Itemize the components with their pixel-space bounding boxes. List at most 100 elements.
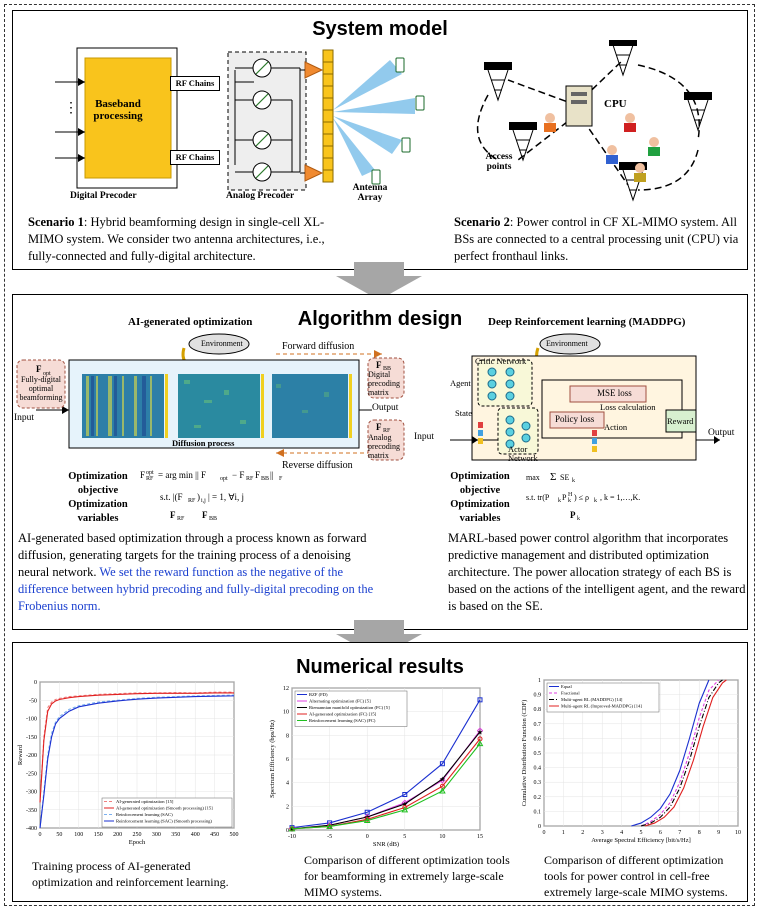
data-point <box>477 697 483 703</box>
results-title: Numerical results <box>296 656 464 678</box>
svg-text:k: k <box>572 478 575 484</box>
ai-caption: AI-generated based optimization through … <box>18 530 378 615</box>
svg-text:BB: BB <box>383 366 391 372</box>
y-tick-label: 2 <box>286 804 289 810</box>
data-point <box>363 817 371 824</box>
data-point: ★ <box>439 776 445 784</box>
svg-text:opt: opt <box>146 470 154 476</box>
svg-text:F: F <box>279 476 283 482</box>
svg-text:⋮: ⋮ <box>64 101 78 116</box>
x-tick-label: 10 <box>735 830 741 836</box>
series-line <box>39 694 235 829</box>
svg-text:F: F <box>140 470 145 480</box>
series-line <box>39 695 235 829</box>
access-points-label: Access points <box>485 152 513 172</box>
x-tick-label: 10 <box>439 834 445 840</box>
x-tick-label: 100 <box>74 832 83 838</box>
y-tick-label: 0 <box>538 824 541 830</box>
svg-text:BB: BB <box>209 516 217 522</box>
svg-text:F: F <box>36 364 42 374</box>
scenario1-caption: Scenario 1: Hybrid beamforming design in… <box>28 214 326 265</box>
x-tick-label: 2 <box>581 830 584 836</box>
svg-text:||: || <box>270 470 274 480</box>
x-tick-label: 300 <box>152 832 161 838</box>
data-point: ★ <box>289 825 295 833</box>
scenario1-label: Scenario 1 <box>28 215 84 229</box>
agent-label: Agent <box>450 378 471 388</box>
drl-title: Deep Reinforcement learning (MADDPG) <box>488 316 686 328</box>
x-tick-label: -10 <box>288 834 296 840</box>
legend-box <box>546 682 660 713</box>
y-tick-label: 0.1 <box>534 809 542 815</box>
legend-label: Fractional <box>561 691 580 696</box>
legend-label: Multi-agent RL (Improved-MADDPG) [14] <box>561 704 642 709</box>
rf-chains-box-2: RF Chains <box>170 150 220 165</box>
y-tick-label: 0.4 <box>534 766 542 772</box>
x-tick-label: 6 <box>659 830 662 836</box>
y-tick-label: -400 <box>26 826 37 832</box>
results-caption-2: Comparison of different optimization too… <box>304 853 510 899</box>
opt-variables-label-2: Optimization variables <box>450 499 510 524</box>
svg-text:| = 1, ∀i, j: | = 1, ∀i, j <box>208 492 244 502</box>
y-tick-label: -250 <box>26 771 37 777</box>
svg-text:RF: RF <box>177 516 185 522</box>
svg-text:k: k <box>594 498 597 504</box>
svg-text:): ) <box>197 492 200 502</box>
ai-caption-highlight: We set the reward function as the negati… <box>18 565 374 613</box>
svg-text:opt: opt <box>43 371 51 377</box>
svg-text:k: k <box>577 516 580 522</box>
svg-text:RF: RF <box>246 476 254 482</box>
legend-label: Reinforcement learning (SAC) (Smooth pro… <box>116 819 212 824</box>
svg-text:RF: RF <box>188 498 196 504</box>
x-tick-label: 3 <box>601 830 604 836</box>
legend-label: Reinforcement learning (SAC) (FC) <box>309 718 376 723</box>
drl-diagram <box>450 333 720 461</box>
svg-text:max: max <box>526 473 540 482</box>
x-tick-label: -5 <box>327 834 332 840</box>
svg-text:s.t. |(F: s.t. |(F <box>160 492 183 502</box>
data-point: ★ <box>402 800 408 808</box>
svg-text:P: P <box>570 510 576 520</box>
svg-text:F: F <box>376 360 382 370</box>
y-tick-label: -200 <box>26 753 37 759</box>
y-tick-label: 8 <box>286 733 289 739</box>
marl-caption-text: MARL-based power control algorithm that … <box>448 531 746 613</box>
fbb-label: Digital precoding matrix <box>368 370 400 397</box>
y-tick-label: -350 <box>26 808 37 814</box>
svg-text:− F: − F <box>232 470 244 480</box>
data-point <box>401 806 409 813</box>
fopt-label: Fully-digital optimal beamforming <box>19 375 63 402</box>
svg-text:Σ: Σ <box>550 471 556 483</box>
y-tick-label: 4 <box>286 781 289 787</box>
legend-box <box>294 690 408 727</box>
x-tick-label: 4 <box>620 830 623 836</box>
opt-objective-label-1: Optimization objective <box>68 471 128 496</box>
x-tick-label: 15 <box>477 834 483 840</box>
x-axis-label: Epoch <box>129 839 146 846</box>
svg-text:RF: RF <box>146 476 154 482</box>
legend-label: Alternating optimization (FC) [5] <box>309 699 371 704</box>
svg-text:SE: SE <box>560 473 569 482</box>
legend-label: Riemannian manifold optimization (FC) [5… <box>309 705 390 710</box>
figure-frame <box>4 4 755 906</box>
legend-label: Multi-agent RL (MADDPG) [14] <box>561 697 623 702</box>
y-tick-label: 0.7 <box>534 722 542 728</box>
digital-precoder-label: Digital Precoder <box>70 191 137 201</box>
svg-text:RF: RF <box>383 428 391 434</box>
y-tick-label: -150 <box>26 735 37 741</box>
analog-precoder-label: Analog Precoder <box>226 191 295 201</box>
x-axis-label: Average Spectral Efficiency [bit/s/Hz] <box>591 837 691 844</box>
svg-text:F: F <box>376 422 382 432</box>
data-point <box>402 792 408 797</box>
x-tick-label: 0 <box>39 832 42 838</box>
critic-network-label: Critic Network <box>475 356 527 366</box>
scenario2-text: : Power control in CF XL-MIMO system. Al… <box>454 215 739 263</box>
svg-text:k: k <box>568 498 571 504</box>
y-tick-label: 0.8 <box>534 707 542 713</box>
x-tick-label: 400 <box>191 832 200 838</box>
x-tick-label: 350 <box>171 832 180 838</box>
x-tick-label: 0 <box>543 830 546 836</box>
algorithm-title: Algorithm design <box>297 308 463 330</box>
